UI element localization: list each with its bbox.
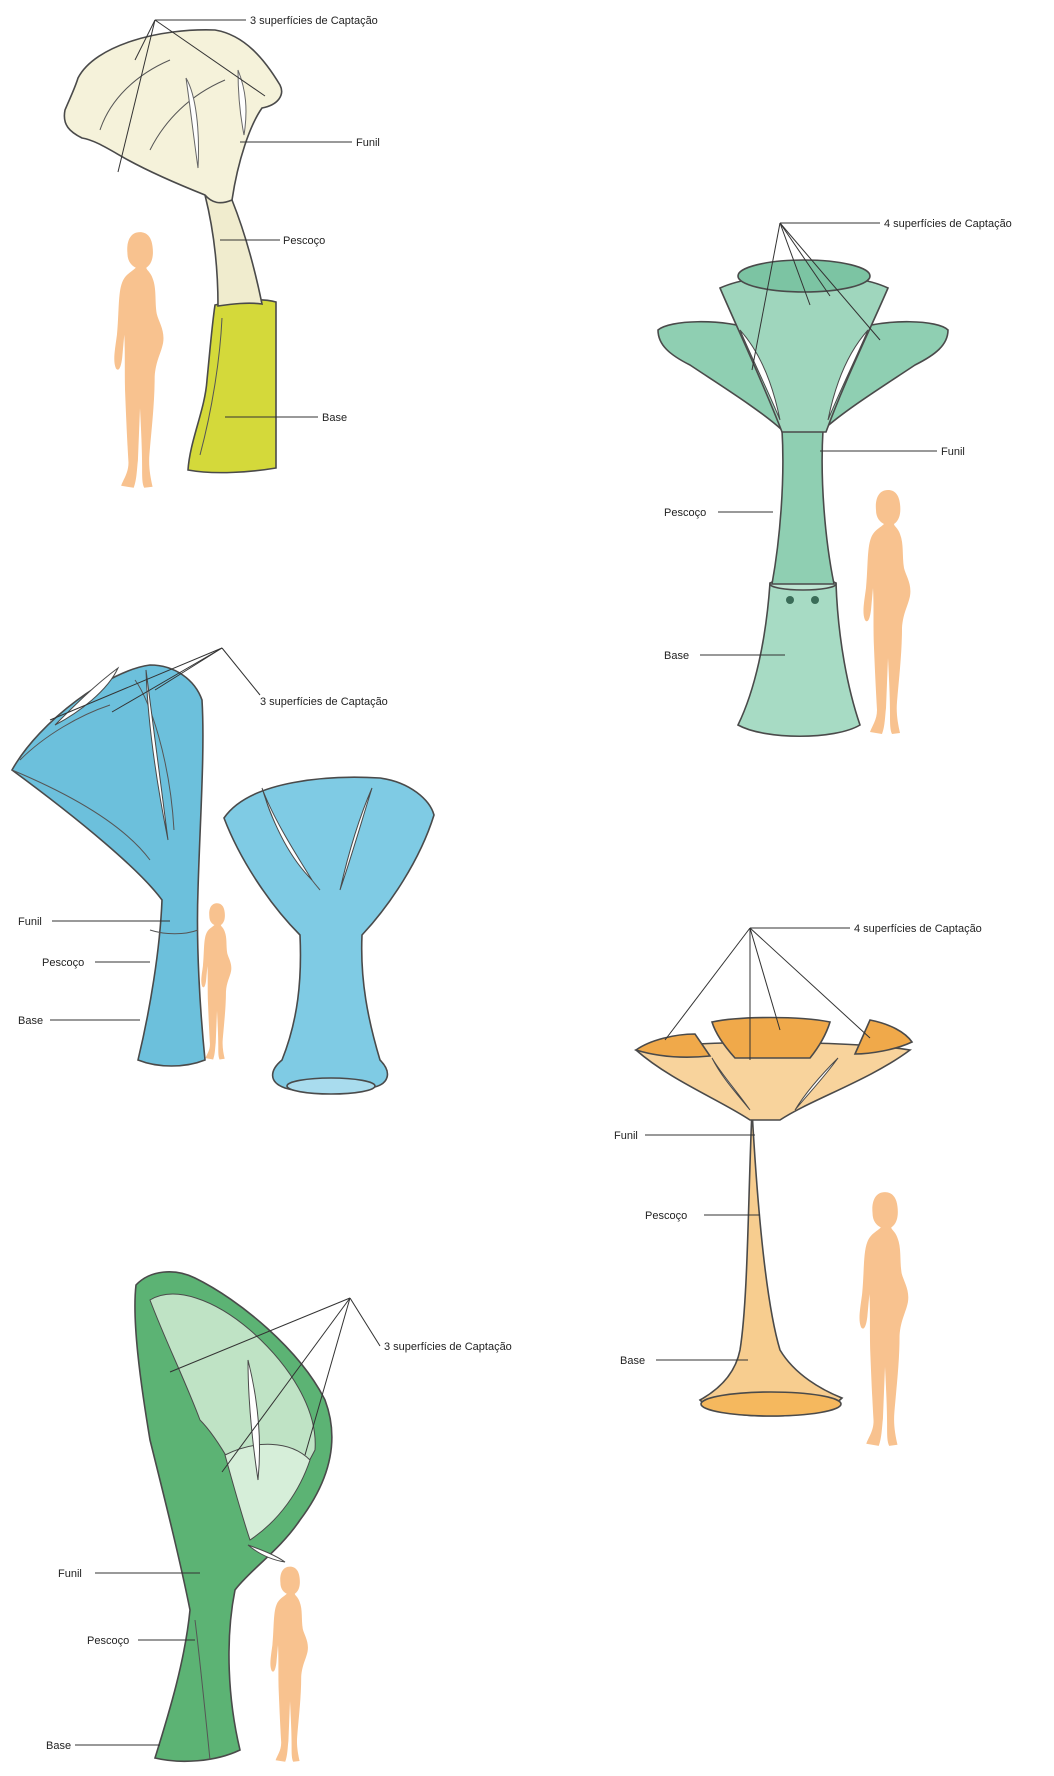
label-funnel-a: Funil [356,137,380,149]
label-surfaces-e: 3 superfícies de Captação [384,1341,512,1353]
concept-d-base [701,1392,841,1416]
human-scale-figure-b [863,490,910,734]
human-scale-figure-a [114,232,163,488]
label-funnel-d: Funil [614,1130,638,1142]
concept-d-center-surface [712,1018,830,1059]
concept-c-sketch: 3 superfícies de Captação Funil Pescoço … [12,648,434,1094]
label-neck-e: Pescoço [87,1635,129,1647]
concept-a-neck [205,195,262,306]
human-scale-figure-e [270,1567,308,1762]
label-surfaces-c: 3 superfícies de Captação [260,696,388,708]
label-neck-c: Pescoço [42,957,84,969]
human-scale-figure-d [859,1192,908,1446]
concept-a-base [188,300,276,473]
label-base-e: Base [46,1740,71,1752]
label-neck-b: Pescoço [664,507,706,519]
concept-d-neck-base [700,1110,842,1416]
concept-c-left-collector [12,665,205,1066]
label-neck-a: Pescoço [283,235,325,247]
label-base-b: Base [664,650,689,662]
label-base-c: Base [18,1015,43,1027]
concept-d-left-surface [636,1034,710,1057]
label-base-a: Base [322,412,347,424]
concept-c-right-collector [224,777,434,1092]
label-funnel-e: Funil [58,1568,82,1580]
label-base-d: Base [620,1355,645,1367]
concept-b-base [738,581,860,737]
label-surfaces-a: 3 superfícies de Captação [250,15,378,27]
label-surfaces-d: 4 superfícies de Captação [854,923,982,935]
concept-b-sketch: 4 superfícies de Captação Funil Pescoço … [658,218,1012,736]
concept-e-sketch: 3 superfícies de Captação Funil Pescoço … [46,1272,512,1762]
concept-b-neck [772,430,834,584]
label-surfaces-b: 4 superfícies de Captação [884,218,1012,230]
label-funnel-b: Funil [941,446,965,458]
label-funnel-c: Funil [18,916,42,928]
concept-d-sketch: 4 superfícies de Captação Funil Pescoço … [614,923,982,1446]
human-scale-figure-c [201,903,231,1059]
concept-a-sketch: 3 superfícies de Captação Funil Pescoço … [64,15,379,488]
label-neck-d: Pescoço [645,1210,687,1222]
